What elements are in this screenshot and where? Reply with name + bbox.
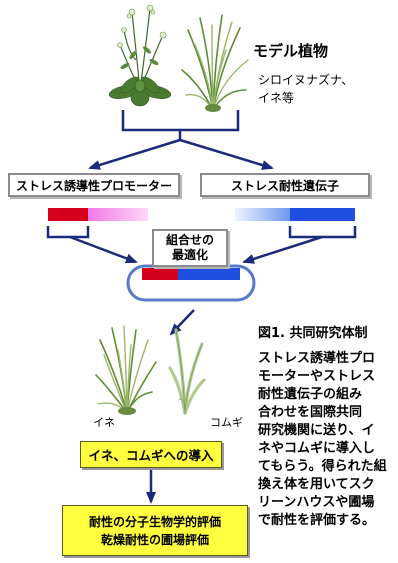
caption-line: 耐性遺伝子の組み — [258, 387, 363, 402]
combined-construct-bar — [142, 268, 240, 280]
caption-line: てもらう。得られた組 — [258, 459, 387, 474]
promoter-box: ストレス誘導性プロモーター — [8, 173, 180, 197]
caption-line: ネやコムギに導入し — [258, 441, 376, 456]
optimization-line2: 最適化 — [171, 248, 208, 262]
figure-caption-body: ストレス誘導性プロ モーターやストレス 耐性遺伝子の組み 合わせを国際共同 研究… — [258, 350, 387, 530]
arabidopsis-image — [108, 4, 172, 107]
arrow-to-gene — [179, 138, 274, 170]
promoter-bracket — [46, 226, 90, 239]
evaluation-line1: 耐性の分子生物学的評価 — [88, 514, 221, 529]
top-bracket — [121, 110, 240, 140]
model-plants-line2: イネ等 — [258, 91, 295, 105]
caption-line: リーンハウスや圃場 — [258, 495, 375, 510]
caption-line: で耐性を評価する。 — [258, 513, 376, 528]
arrow-promoter-to-combine — [69, 235, 138, 264]
evaluation-line2: 乾燥耐性の圃場評価 — [100, 532, 209, 547]
gene-box: ストレス耐性遺伝子 — [200, 173, 370, 197]
caption-line: モーターやストレス — [258, 369, 376, 384]
rice-label: イネ — [93, 416, 115, 429]
arrow-gene-to-combine — [242, 235, 323, 264]
combined-segment-red — [142, 268, 178, 280]
gene-construct-bar — [235, 208, 355, 221]
promoter-box-label: ストレス誘導性プロモーター — [15, 178, 172, 193]
rice-model-image — [181, 14, 249, 112]
gene-box-label: ストレス耐性遺伝子 — [230, 178, 339, 193]
gene-segment-light — [235, 208, 290, 221]
arrow-to-promoter — [88, 138, 181, 170]
introduction-box: イネ、コムギへの導入 — [80, 441, 222, 468]
caption-line: 合わせを国際共同 — [258, 405, 363, 420]
gene-bracket — [288, 226, 357, 239]
promoter-segment-red — [48, 208, 88, 221]
evaluation-box: 耐性の分子生物学的評価 乾燥耐性の圃場評価 — [62, 505, 248, 556]
caption-line: 換え体を用いてスク — [258, 477, 375, 492]
model-plants-line1: シロイヌナズナ、 — [258, 73, 354, 87]
optimization-box: 組合せの 最適化 — [152, 229, 228, 267]
combined-segment-blue — [178, 268, 240, 280]
promoter-construct-bar — [48, 208, 148, 221]
caption-line: ストレス誘導性プロ — [258, 351, 376, 366]
wheat-crop-image — [168, 328, 206, 415]
figure-caption-title: 図1. 共同研究体制 — [258, 326, 368, 341]
optimization-line1: 組合せの — [165, 233, 214, 247]
promoter-segment-pink — [88, 208, 148, 221]
rice-crop-image — [95, 325, 157, 415]
wheat-label: コムギ — [210, 416, 243, 429]
introduction-box-label: イネ、コムギへの導入 — [88, 448, 214, 463]
model-plants-title: モデル植物 — [253, 42, 329, 60]
caption-line: 研究機関に送り、イ — [258, 423, 375, 438]
gene-segment-blue — [290, 208, 355, 221]
